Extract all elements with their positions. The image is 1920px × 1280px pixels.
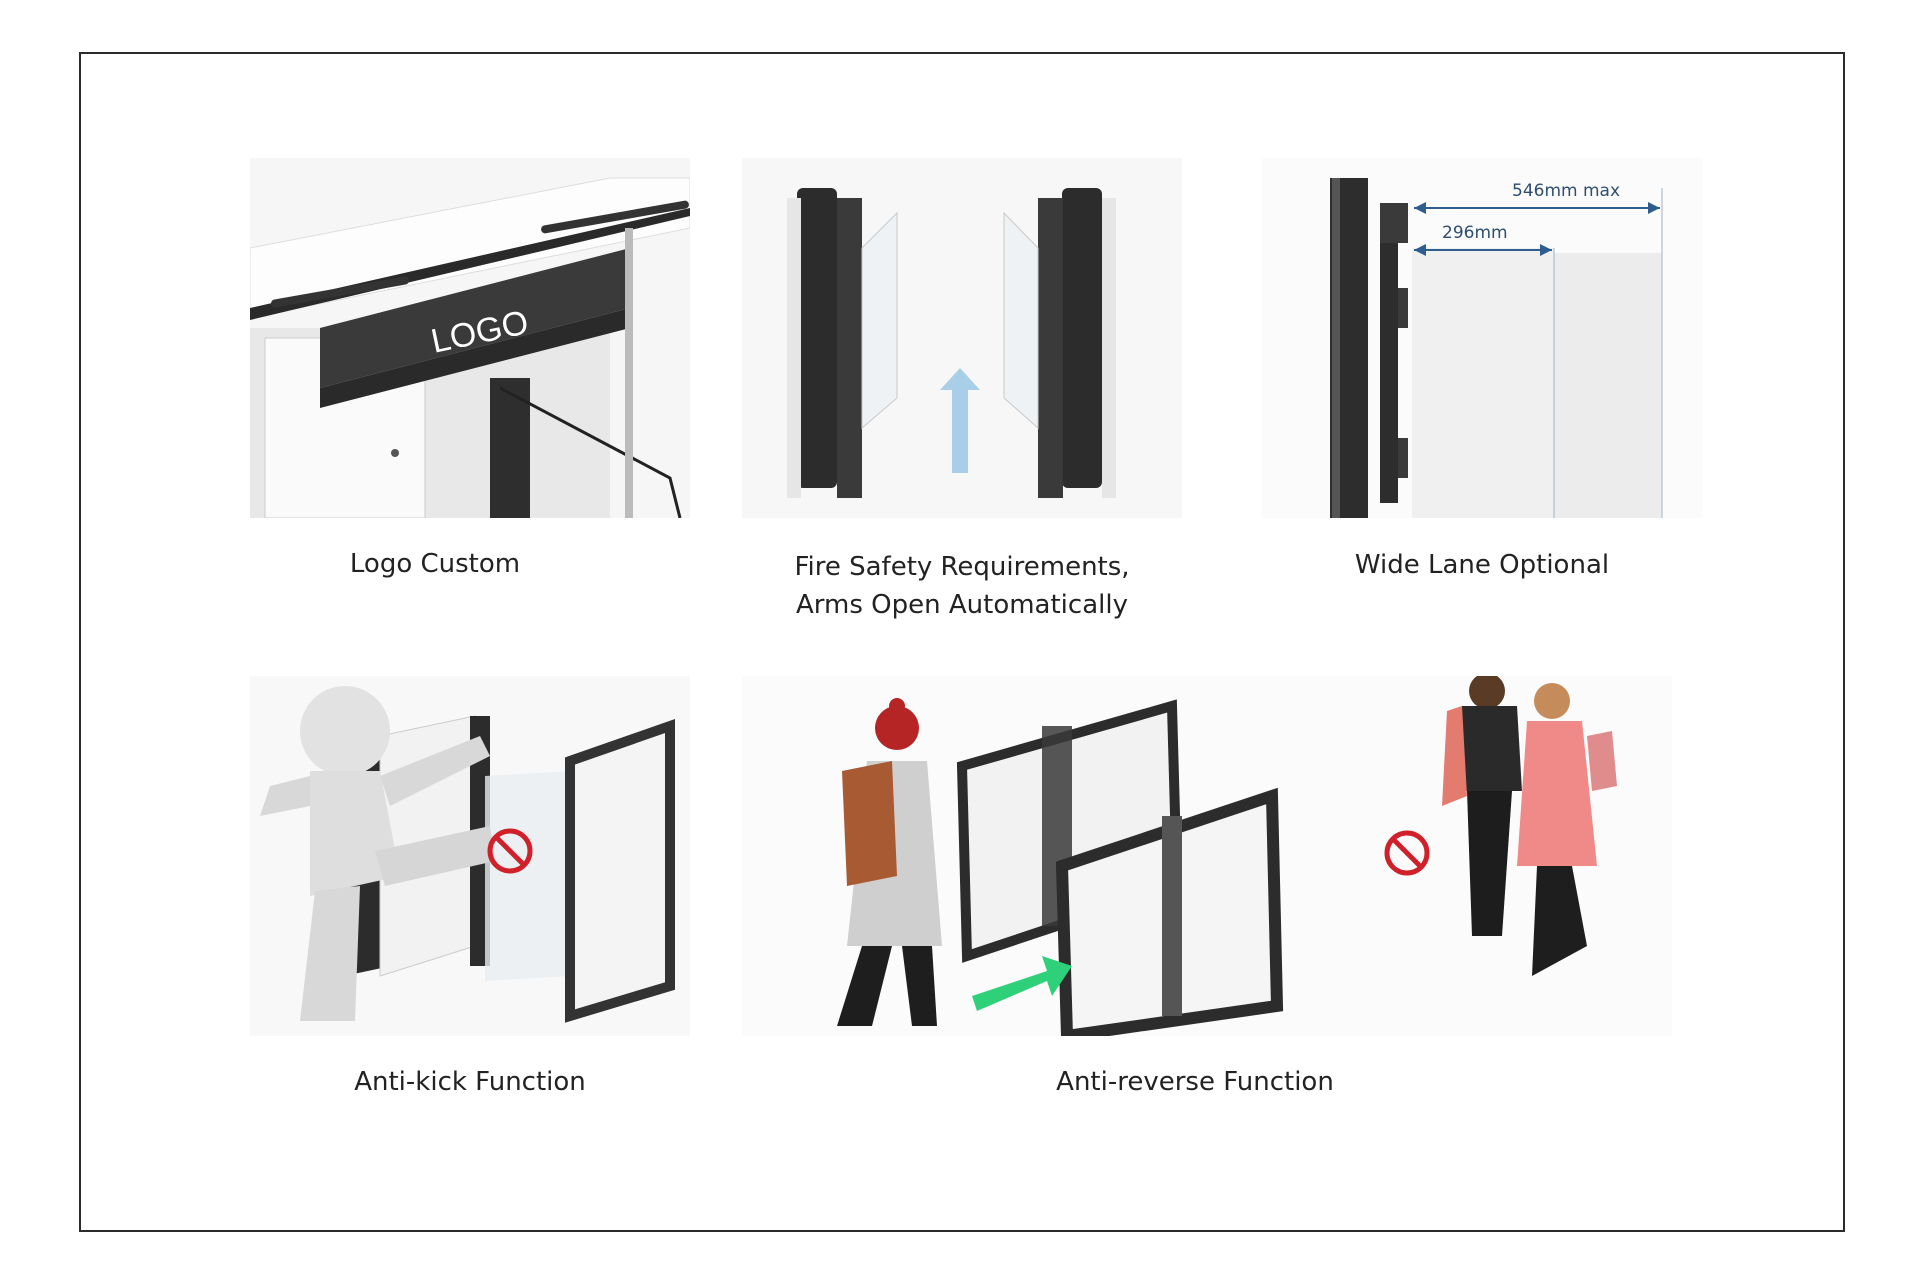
logo-custom-illustration: LOGO	[250, 158, 690, 518]
caption-anti-reverse: Anti-reverse Function	[1056, 1067, 1334, 1097]
dimension-max-label: 546mm max	[1512, 181, 1620, 201]
fire-safety-illustration	[742, 158, 1182, 518]
caption-fire-safety-line2: Arms Open Automatically	[796, 590, 1128, 620]
caption-anti-kick: Anti-kick Function	[354, 1067, 586, 1097]
caption-wide-lane: Wide Lane Optional	[1354, 550, 1610, 580]
wide-lane-illustration: 546mm max 296mm	[1262, 158, 1702, 518]
caption-fire-safety-line1: Fire Safety Requirements,	[794, 552, 1130, 582]
dimension-min-label: 296mm	[1442, 223, 1508, 243]
anti-reverse-illustration	[742, 676, 1672, 1036]
anti-kick-illustration	[250, 676, 690, 1036]
caption-logo-custom: Logo Custom	[349, 549, 521, 579]
